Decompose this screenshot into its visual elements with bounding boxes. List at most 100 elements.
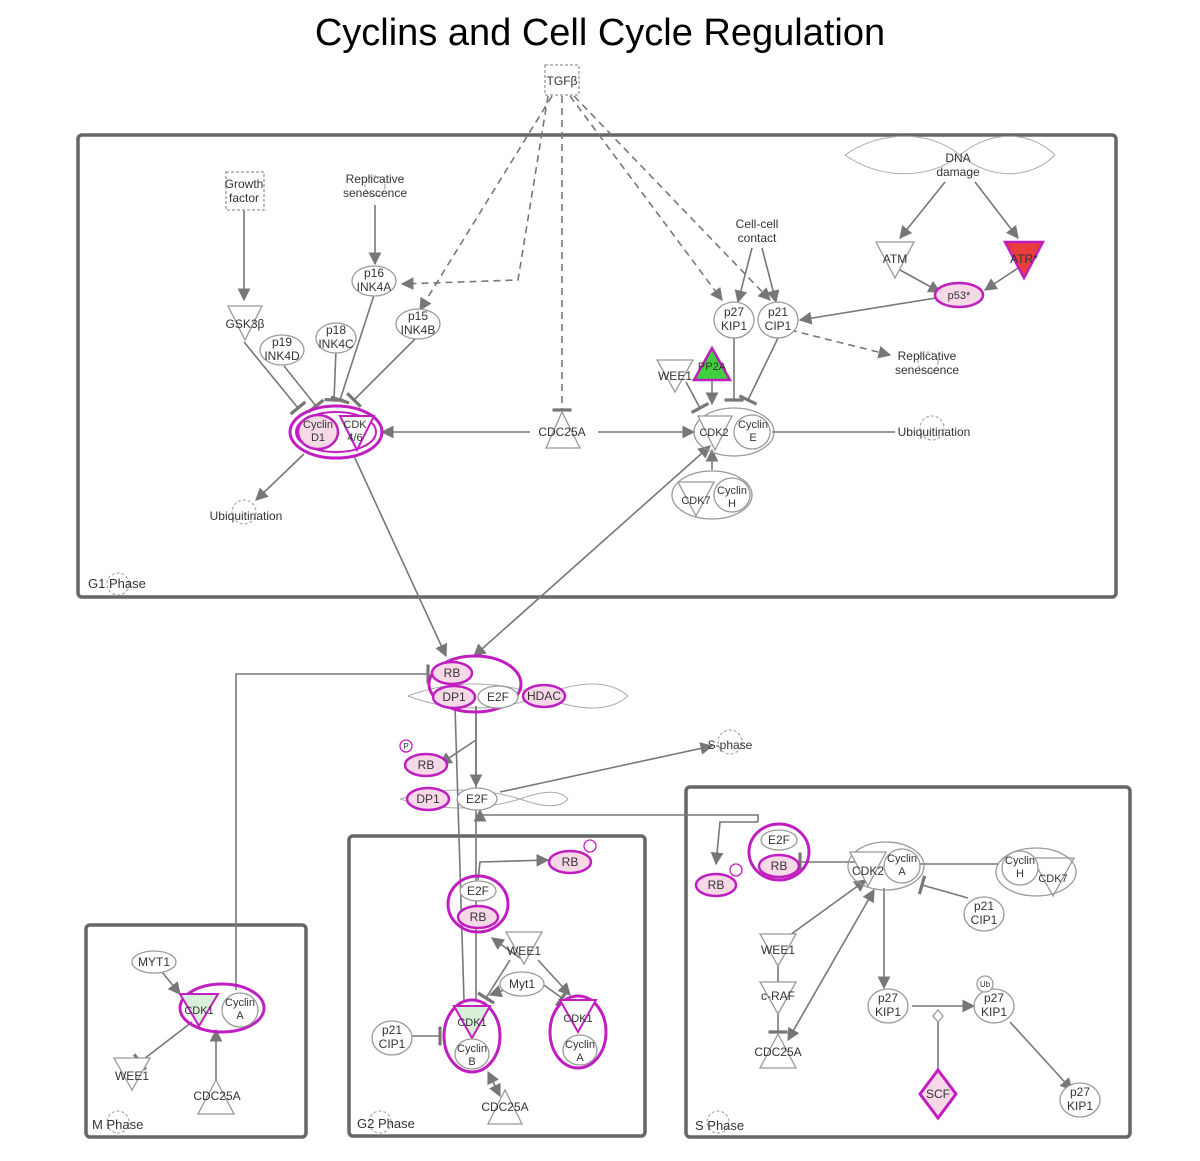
- cdk46-node[interactable]: [338, 415, 376, 453]
- cdk2-cyclin-e-complex[interactable]: [693, 407, 775, 457]
- cyclin-d1-cdk46-complex[interactable]: [288, 404, 384, 460]
- e2f-rb-g2-complex[interactable]: [446, 874, 510, 934]
- edge: [487, 1070, 501, 1098]
- rb-p-mid-node[interactable]: [403, 752, 449, 778]
- node-label-p21-g1: CIP1: [765, 319, 792, 333]
- cdk2-s-node[interactable]: [848, 851, 888, 888]
- cyclin-d1-node[interactable]: [296, 413, 340, 451]
- cdk1-g2b-node[interactable]: [558, 999, 598, 1035]
- hdac-node[interactable]: [521, 683, 567, 709]
- e2f-g2-node[interactable]: [459, 880, 497, 902]
- node-shapes: [112, 64, 1101, 1125]
- edges: [132, 95, 1073, 1098]
- s-phase-box: [684, 785, 1132, 1139]
- edge: [537, 959, 571, 996]
- cdk7-s-node[interactable]: [1030, 857, 1076, 898]
- cyclin-a-m-node[interactable]: [221, 992, 259, 1028]
- p27-s1-node[interactable]: [867, 988, 909, 1024]
- cdk1-g2a-node[interactable]: [452, 1005, 492, 1041]
- node-label-cdc25a-s: CDC25A: [754, 1045, 801, 1059]
- cdc25a-g2-node[interactable]: [486, 1088, 524, 1125]
- cyclin-h-s-node[interactable]: [1001, 850, 1039, 886]
- node-label-scf: SCF: [926, 1087, 950, 1101]
- e2f-rb-s-complex[interactable]: [747, 822, 811, 882]
- edge: [899, 269, 942, 293]
- cyclin-b-node[interactable]: [454, 1038, 490, 1070]
- node-label-p27-s2: p27: [984, 991, 1004, 1005]
- edge: [324, 349, 344, 402]
- wee1-s-node[interactable]: [758, 933, 798, 968]
- rb-s-node[interactable]: [757, 853, 801, 879]
- cdk2-cyclin-a-s-complex[interactable]: [847, 841, 925, 891]
- node-label-dp1-mid: DP1: [416, 792, 440, 806]
- node-label-pp2a: PP2A: [698, 361, 727, 373]
- edge: [738, 337, 779, 406]
- growth-factor-node[interactable]: [225, 171, 265, 211]
- atm-node[interactable]: [874, 241, 916, 280]
- myt1-m-node[interactable]: [131, 950, 177, 974]
- p27-s2-node[interactable]: [973, 988, 1015, 1024]
- p18-node[interactable]: [315, 322, 357, 354]
- p16-node[interactable]: [351, 265, 397, 297]
- rb-p-s-node[interactable]: [694, 872, 738, 898]
- edge: [787, 888, 875, 1042]
- node-label-e2f-g2: E2F: [467, 884, 489, 898]
- e2f-s-node[interactable]: [760, 829, 798, 851]
- wee1-g1-node[interactable]: [655, 359, 695, 394]
- cdk1-cyclin-a-m-complex[interactable]: [178, 982, 266, 1034]
- scf-node[interactable]: [918, 1067, 958, 1121]
- cyclin-e-node[interactable]: [733, 414, 771, 450]
- cdk7-g1-node[interactable]: [676, 481, 716, 518]
- cyclin-a-s-node[interactable]: [883, 848, 921, 884]
- wee1-m-node[interactable]: [112, 1057, 152, 1092]
- cyclin-a-g2-node[interactable]: [562, 1034, 598, 1066]
- p19-node[interactable]: [259, 334, 305, 366]
- cdk1-cyclin-b-complex[interactable]: [442, 998, 502, 1074]
- cdc25a-g1-node[interactable]: [544, 410, 582, 449]
- p21-s-node[interactable]: [963, 896, 1005, 932]
- p21-g1-node[interactable]: [757, 301, 799, 339]
- rb-p-g2-node[interactable]: [547, 849, 593, 875]
- node-label-p19: INK4D: [264, 349, 300, 363]
- edge: [685, 381, 710, 414]
- cdk1-cyclin-a-g2-complex[interactable]: [548, 994, 608, 1070]
- p21-g2-node[interactable]: [371, 1020, 413, 1056]
- cdc25a-m-node[interactable]: [196, 1078, 236, 1115]
- cyclin-d1-cdk46-complex-inner: [295, 411, 377, 453]
- wee1-g2-node[interactable]: [504, 931, 544, 966]
- edge: [734, 247, 753, 304]
- myt1-g2-node[interactable]: [499, 971, 545, 997]
- node-label-p21-g2: p21: [382, 1023, 402, 1037]
- cdk1-m-node[interactable]: [178, 993, 220, 1028]
- node-label-cyclin-a-g2: Cyclin: [565, 1039, 595, 1051]
- tgfb-node[interactable]: [544, 64, 580, 96]
- p53-node[interactable]: [933, 281, 985, 309]
- phosphate-marker: [583, 839, 597, 853]
- p27-g1-node[interactable]: [713, 301, 755, 339]
- node-label-cyclin-e: E: [749, 432, 756, 444]
- rb-dp1-e2f-complex[interactable]: [427, 654, 523, 714]
- craf-node[interactable]: [758, 981, 798, 1016]
- node-label-dna-damage: DNA: [945, 151, 970, 165]
- node-label-cyclin-a-m: Cyclin: [225, 997, 255, 1009]
- atr-node[interactable]: [1002, 240, 1046, 281]
- cdc25a-s-node[interactable]: [758, 1032, 798, 1069]
- rb-top-node[interactable]: [430, 660, 474, 686]
- gsk3b-node[interactable]: [226, 305, 264, 342]
- cdk7-cyclin-h-s-complex[interactable]: [995, 847, 1077, 897]
- node-label-s-phase: S-phase: [708, 738, 753, 752]
- rb-g2-node[interactable]: [456, 904, 500, 930]
- node-label-cyclin-a-m: A: [236, 1010, 244, 1022]
- pp2a-node[interactable]: [691, 345, 733, 382]
- phase-gear-icons: [106, 175, 945, 1134]
- cyclin-h-g1-node[interactable]: [713, 477, 751, 513]
- p15-node[interactable]: [395, 308, 441, 340]
- p27-s3-node[interactable]: [1059, 1082, 1101, 1118]
- cdk7-cyclin-h-g1-complex[interactable]: [671, 470, 753, 520]
- cdk2-g1-node[interactable]: [696, 415, 734, 452]
- dp1-mid-node[interactable]: [405, 786, 451, 812]
- dp1-top-node[interactable]: [431, 684, 477, 710]
- e2f-top-node[interactable]: [477, 685, 519, 709]
- node-label-p16: p16: [364, 266, 384, 280]
- e2f-mid-node[interactable]: [456, 787, 498, 811]
